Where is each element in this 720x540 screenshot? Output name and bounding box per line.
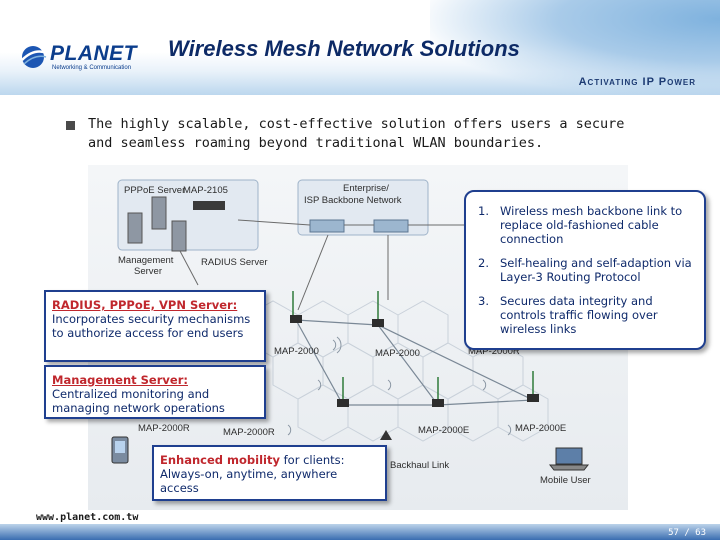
label-radius-server: RADIUS Server	[201, 257, 268, 268]
wireless-wave-icon	[287, 336, 512, 436]
management-body: Centralized monitoring and managing netw…	[52, 387, 225, 415]
mobility-heading-rest: for clients:	[279, 453, 345, 467]
features-list: 1. Wireless mesh backbone link to replace…	[478, 204, 696, 336]
logo-text: PLANET	[50, 42, 137, 65]
label-map-2000-b: MAP-2000	[375, 348, 420, 359]
feature-text: Wireless mesh backbone link to replace o…	[500, 204, 683, 246]
label-backhaul-link: Backhaul Link	[390, 460, 450, 471]
logo-tagline: Networking & Communication	[52, 65, 132, 71]
footer-band	[0, 524, 720, 540]
footer-url: www.planet.com.tw	[36, 512, 139, 523]
label-server: Server	[134, 266, 162, 277]
pda-icon	[111, 436, 129, 464]
features-callout: 1. Wireless mesh backbone link to replace…	[464, 190, 706, 350]
laptop-icon	[548, 447, 590, 471]
label-map-2000e-a: MAP-2000E	[418, 425, 470, 436]
bullet-marker	[66, 121, 75, 130]
mobility-callout: Enhanced mobility for clients: Always-on…	[152, 445, 387, 501]
feature-text: Secures data integrity and controls traf…	[500, 294, 658, 336]
feature-number: 3.	[478, 294, 489, 308]
feature-number: 1.	[478, 204, 489, 218]
label-map-2000-a: MAP-2000	[274, 346, 319, 357]
switch-icon	[309, 219, 409, 233]
server-icon	[127, 196, 187, 252]
antenna-icon	[292, 291, 534, 399]
mobility-heading: Enhanced mobility for clients:	[160, 453, 379, 467]
bullet-text: The highly scalable, cost-effective solu…	[88, 116, 625, 151]
radius-heading: RADIUS, PPPoE, VPN Server:	[52, 298, 238, 312]
label-management: Management	[118, 255, 174, 266]
label-map-2000r-a: MAP-2000R	[468, 346, 520, 357]
feature-number: 2.	[478, 256, 489, 270]
label-map-2105: MAP-2105	[183, 185, 228, 196]
label-pppoe-server: PPPoE Server	[124, 185, 186, 196]
radius-callout: RADIUS, PPPoE, VPN Server: Incorporates …	[44, 290, 266, 362]
radius-body: Incorporates security mechanisms to auth…	[52, 312, 251, 340]
mobility-emphasis: Enhanced mobility	[160, 453, 280, 467]
management-heading: Management Server:	[52, 373, 188, 387]
page-number: 57 / 63	[668, 528, 706, 538]
feature-item: 2. Self-healing and self-adaption via Lay…	[478, 256, 696, 284]
mesh-links	[295, 319, 534, 406]
feature-item: 3. Secures data integrity and controls tr…	[478, 294, 696, 336]
header-swoosh	[430, 0, 720, 95]
label-enterprise: Enterprise/	[343, 183, 389, 194]
label-map-2000r-c: MAP-2000R	[223, 427, 275, 438]
management-callout: Management Server: Centralized monitorin…	[44, 365, 266, 419]
page-title: Wireless Mesh Network Solutions	[168, 36, 520, 61]
backbone-links	[179, 219, 468, 311]
label-map-2000e-b: MAP-2000E	[515, 423, 567, 434]
label-isp-backbone: ISP Backbone Network	[304, 195, 402, 206]
planet-logo: PLANET Networking & Communication	[20, 42, 137, 76]
access-point-icon	[290, 315, 539, 407]
feature-text: Self-healing and self-adaption via Layer…	[500, 256, 692, 284]
globe-icon	[21, 46, 48, 68]
label-mobile-user: Mobile User	[540, 475, 591, 486]
label-map-2000r-b: MAP-2000R	[138, 423, 190, 434]
map-2105-device	[193, 201, 225, 210]
mobility-body: Always-on, anytime, anywhere access	[160, 467, 338, 495]
tagline: Activating IP Power	[578, 76, 696, 88]
feature-item: 1. Wireless mesh backbone link to replace…	[478, 204, 696, 246]
backhaul-arrow-icon	[380, 430, 392, 440]
